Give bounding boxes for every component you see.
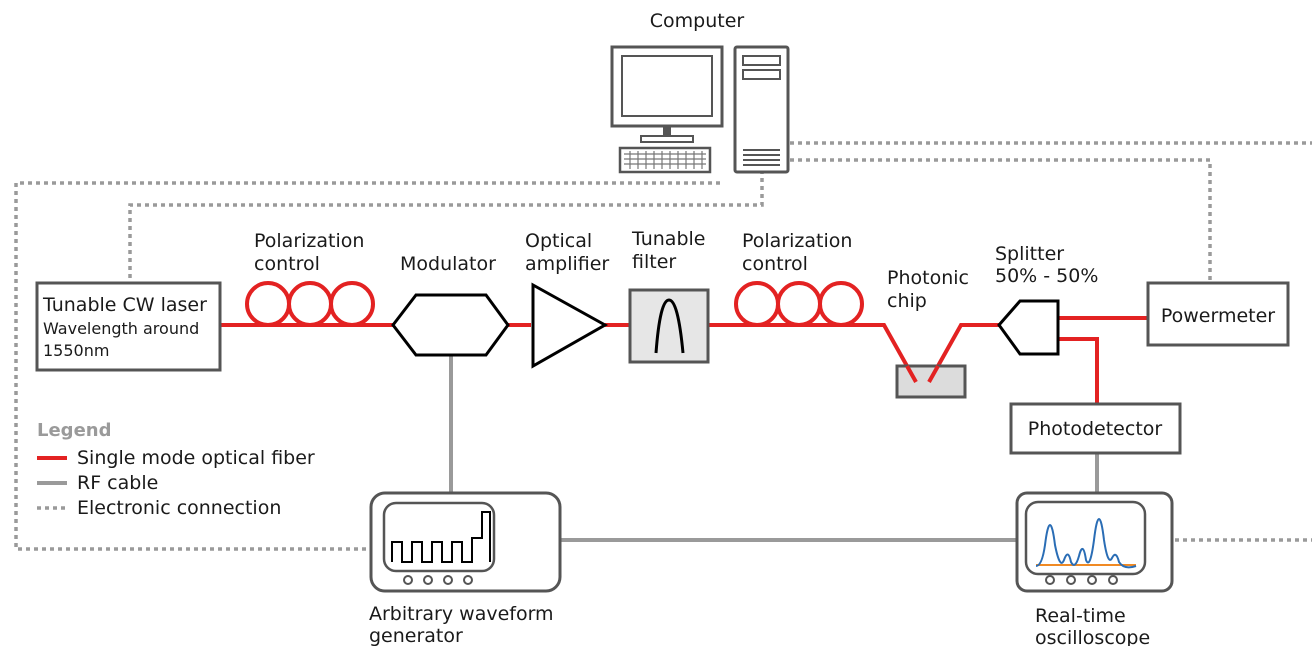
pc2-label-line2: control <box>742 253 808 275</box>
monitor-stand <box>663 126 671 138</box>
tunable-filter: Tunable filter <box>628 228 710 364</box>
awg-knob-1 <box>403 575 413 585</box>
scope-screen <box>1024 500 1147 576</box>
amplifier-triangle <box>531 282 609 369</box>
laser-wavelength: Wavelength around <box>43 319 199 338</box>
photodetector-box <box>1009 402 1182 455</box>
awg-knob-3 <box>443 575 453 585</box>
amplifier-label-line1: Optical <box>525 230 592 252</box>
laser-wavelength-value: 1550nm <box>43 341 109 360</box>
chip-coupling <box>905 365 940 383</box>
tower-drive-1 <box>742 55 781 66</box>
splitter: Splitter 50% - 50% <box>995 243 1098 356</box>
pc2-loop-3 <box>818 281 864 327</box>
powermeter: Powermeter <box>1146 281 1290 347</box>
keyboard-keys <box>624 151 706 169</box>
splitter-label-line2: 50% - 50% <box>995 265 1098 287</box>
laser-box <box>35 281 222 372</box>
legend: Legend Single mode optical fiber RF cabl… <box>37 420 315 519</box>
polarization-control-1: Polarization control <box>245 230 375 327</box>
pc1-label-line2: control <box>254 253 320 275</box>
scope-knob-3 <box>1087 575 1097 585</box>
pc2-label-line1: Polarization <box>742 230 852 252</box>
legend-title: Legend <box>37 420 111 441</box>
scope-label-line1: Real-time <box>1035 605 1126 627</box>
monitor-base <box>640 135 694 143</box>
awg-knob-4 <box>463 575 473 585</box>
real-time-oscilloscope: Real-time oscilloscope <box>1015 491 1174 646</box>
chip-label-line2: chip <box>887 290 927 312</box>
fiber-chip-to-splitter <box>927 323 999 383</box>
computer-label: Computer <box>650 10 745 32</box>
scope-label-line2: oscilloscope <box>1035 627 1150 646</box>
filter-box <box>628 288 710 364</box>
modulator-shape <box>391 293 510 357</box>
rf-cables <box>449 356 1099 542</box>
laser: Tunable CW laser Wavelength around 1550n… <box>35 281 222 372</box>
legend-fiber-label: Single mode optical fiber <box>77 447 315 469</box>
filter-label-line1: Tunable <box>631 228 705 250</box>
elec-computer-to-powermeter <box>790 158 1212 283</box>
awg-knob-2 <box>423 575 433 585</box>
electronic-connections <box>14 141 1312 551</box>
arbitrary-waveform-generator: Arbitrary waveform generator <box>369 491 562 646</box>
photonic-chip: Photonic chip <box>887 267 969 399</box>
scope-knob-4 <box>1108 575 1118 585</box>
elec-computer-to-laser <box>128 170 764 283</box>
pc1-loop-2 <box>287 281 333 327</box>
computer: Computer <box>610 10 790 174</box>
keyboard-icon <box>618 146 712 174</box>
filter-label-line2: filter <box>632 251 676 273</box>
monitor-screen <box>621 55 713 117</box>
elec-computer-to-awg <box>14 181 720 551</box>
amplifier-label-line2: amplifier <box>525 253 609 275</box>
optical-fibers <box>220 316 1148 404</box>
scope-knob-1 <box>1045 575 1055 585</box>
awg-label-line1: Arbitrary waveform <box>369 603 554 625</box>
scope-signal-trace <box>1035 518 1137 569</box>
legend-rf-label: RF cable <box>77 472 158 494</box>
pc2-loop-1 <box>734 281 780 327</box>
photodetector: Photodetector <box>1009 402 1182 455</box>
modulator-label: Modulator <box>400 253 496 275</box>
pc1-loop-3 <box>329 281 375 327</box>
pc1-loop-1 <box>245 281 291 327</box>
tower-vents <box>743 149 780 166</box>
filter-passband-icon <box>654 298 685 354</box>
pc2-loop-2 <box>776 281 822 327</box>
powermeter-label: Powermeter <box>1161 305 1275 327</box>
awg-waveform-icon <box>391 511 491 563</box>
fiber-pc2-to-chip <box>862 323 918 383</box>
fiber-splitter-to-photodetector <box>1058 337 1099 404</box>
legend-electronic-label: Electronic connection <box>77 497 281 519</box>
chip-label-line1: Photonic <box>887 267 969 289</box>
awg-label-line2: generator <box>369 625 463 646</box>
tower-drive-2 <box>742 69 781 80</box>
photodetector-label: Photodetector <box>1028 418 1163 440</box>
powermeter-box <box>1146 281 1290 347</box>
optical-amplifier: Optical amplifier <box>525 230 609 369</box>
modulator: Modulator <box>391 253 510 357</box>
pc1-label-line1: Polarization <box>254 230 364 252</box>
splitter-shape <box>997 299 1060 356</box>
polarization-control-2: Polarization control <box>734 230 864 327</box>
laser-title: Tunable CW laser <box>42 294 207 316</box>
scope-knob-2 <box>1066 575 1076 585</box>
splitter-label-line1: Splitter <box>995 243 1064 265</box>
